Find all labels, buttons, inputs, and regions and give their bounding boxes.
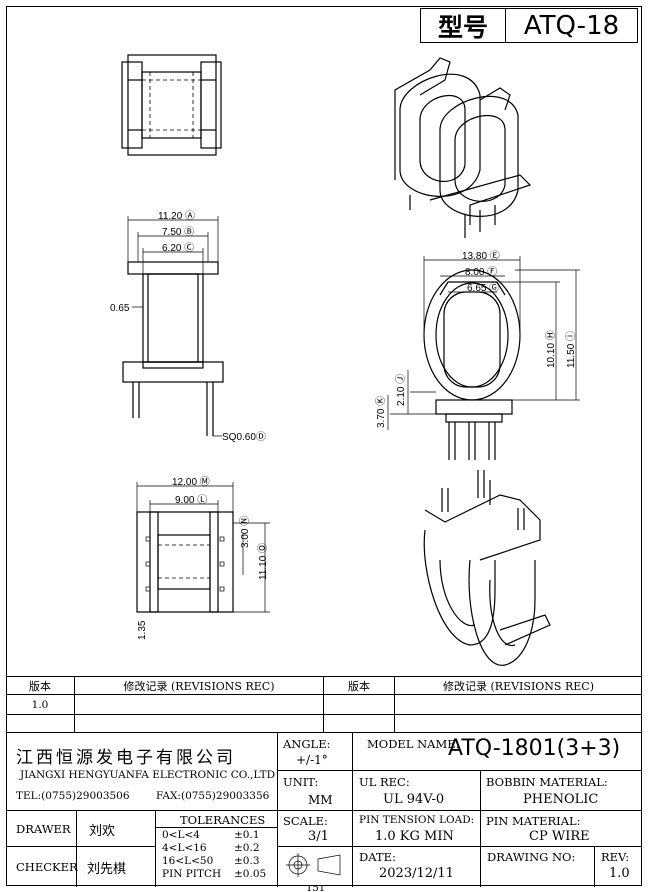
bobbin-material-cell: BOBBIN MATERIAL: PHENOLIC bbox=[481, 771, 642, 811]
dim-f: 8.00 Ⓕ bbox=[465, 266, 497, 278]
company-name-en: JIANGXI HENGYUANFA ELECTRONIC CO.,LTD bbox=[20, 769, 276, 781]
dim-k: 3.70 Ⓚ bbox=[375, 396, 387, 428]
page-number: 151 bbox=[306, 885, 326, 892]
checker-value-cell: 刘先棋 bbox=[77, 847, 156, 887]
model-name-label: MODEL NAME: bbox=[367, 737, 460, 751]
company-tel: TEL:(0755)29003506 bbox=[16, 790, 130, 802]
company-cell: 江西恒源发电子有限公司 JIANGXI HENGYUANFA ELECTRONI… bbox=[6, 733, 278, 811]
scale-label: SCALE: bbox=[283, 814, 328, 828]
top-view bbox=[121, 54, 222, 156]
rev-cell: REV: 1.0 bbox=[595, 847, 642, 887]
revision-version-header: 版本 bbox=[6, 677, 75, 694]
model-code: ATQ-18 bbox=[523, 10, 620, 41]
ul-rec-value: UL 94V-0 bbox=[383, 792, 445, 807]
revision-version-header-2: 版本 bbox=[324, 677, 395, 694]
company-fax: FAX:(0755)29003356 bbox=[156, 790, 270, 802]
pin-tension-label: PIN TENSION LOAD: bbox=[359, 814, 475, 826]
checker-label: CHECKER bbox=[16, 860, 78, 874]
tolerance-value: ±0.2 bbox=[234, 842, 260, 854]
dim-o: 11.10 Ⓞ bbox=[257, 543, 269, 580]
angle-label: ANGLE: bbox=[283, 737, 331, 751]
model-name-cell: MODEL NAME: ATQ-1801(3+3) bbox=[353, 733, 642, 771]
unit-label: UNIT: bbox=[283, 775, 319, 789]
scale-value: 3/1 bbox=[308, 829, 329, 844]
drawer-label-cell: DRAWER bbox=[6, 811, 77, 847]
dim-n: 3.00 Ⓝ bbox=[239, 516, 251, 548]
pin-material-value: CP WIRE bbox=[529, 829, 590, 844]
rev-label: REV: bbox=[601, 850, 630, 864]
bottom-view: 12.00 Ⓜ 9.00 Ⓛ 3.00 Ⓝ 11.10 Ⓞ 1.35 bbox=[136, 476, 270, 640]
drawing-frame bbox=[6, 6, 642, 886]
front-view: 11.20 Ⓐ 7.50 Ⓑ 6.20 Ⓒ 0.65 SQ0.60Ⓓ bbox=[110, 210, 266, 443]
drawing-no-label: DRAWING NO: bbox=[487, 850, 576, 864]
tolerance-value: ±0.05 bbox=[234, 868, 267, 880]
revision-version-value: 1.0 bbox=[6, 695, 75, 714]
dim-j: 2.10 Ⓙ bbox=[395, 374, 407, 406]
title-block: 江西恒源发电子有限公司 JIANGXI HENGYUANFA ELECTRONI… bbox=[6, 732, 642, 887]
side-view: 13.80 Ⓔ 8.00 Ⓕ 6.65 Ⓖ 10.10 Ⓗ 11.50 Ⓘ 2.… bbox=[375, 250, 580, 460]
angle-value: +/-1° bbox=[296, 753, 328, 767]
technical-drawing: 11.20 Ⓐ 7.50 Ⓑ 6.20 Ⓒ 0.65 SQ0.60Ⓓ 12.00… bbox=[110, 54, 580, 666]
pin-material-cell: PIN MATERIAL: CP WIRE bbox=[481, 811, 642, 847]
scale-cell: SCALE: 3/1 bbox=[278, 811, 353, 847]
dim-i: 11.50 Ⓘ bbox=[565, 331, 577, 368]
dim-l: 9.00 Ⓛ bbox=[175, 494, 207, 506]
tolerances-label: TOLERANCES bbox=[180, 813, 266, 827]
isometric-view-top bbox=[394, 57, 532, 238]
tolerance-value: ±0.1 bbox=[234, 829, 260, 841]
bobbin-material-value: PHENOLIC bbox=[523, 792, 599, 807]
revision-record-header: 修改记录 (REVISIONS REC) bbox=[75, 677, 324, 694]
tolerance-range: 0<L<4 bbox=[162, 829, 200, 841]
dim-e: 13.80 Ⓔ bbox=[462, 250, 500, 262]
revision-row-empty bbox=[6, 715, 642, 733]
pin-tension-value: 1.0 KG MIN bbox=[375, 829, 454, 844]
model-name-value: ATQ-1801(3+3) bbox=[448, 736, 621, 761]
tolerance-range: 16<L<50 bbox=[162, 855, 214, 867]
tolerance-range: 4<L<16 bbox=[162, 842, 207, 854]
angle-cell: ANGLE: +/-1° bbox=[278, 733, 353, 771]
date-label: DATE: bbox=[359, 850, 396, 864]
dim-p: 1.35 bbox=[137, 620, 148, 640]
dim-a: 11.20 Ⓐ bbox=[158, 210, 195, 222]
drawer-value-cell: 刘欢 bbox=[77, 811, 156, 847]
model-label: 型号 bbox=[421, 9, 506, 42]
revision-row: 1.0 bbox=[6, 695, 642, 715]
checker-label-cell: CHECKER bbox=[6, 847, 78, 887]
unit-cell: UNIT: MM bbox=[278, 771, 353, 811]
checker-value: 刘先棋 bbox=[87, 862, 127, 877]
pin-tension-cell: PIN TENSION LOAD: 1.0 KG MIN bbox=[353, 811, 481, 847]
date-value: 2023/12/11 bbox=[379, 866, 454, 881]
tolerance-value: ±0.3 bbox=[234, 855, 260, 867]
revision-header-row: 版本 修改记录 (REVISIONS REC) 版本 修改记录 (REVISIO… bbox=[6, 677, 642, 695]
revision-record-header-2: 修改记录 (REVISIONS REC) bbox=[443, 679, 594, 693]
dim-b: 7.50 Ⓑ bbox=[162, 226, 194, 238]
dim-h: 10.10 Ⓗ bbox=[545, 330, 557, 368]
drawer-label: DRAWER bbox=[16, 822, 71, 836]
company-name-cn: 江西恒源发电子有限公司 bbox=[16, 748, 236, 768]
dim-c: 6.20 Ⓒ bbox=[162, 242, 194, 254]
date-cell: DATE: 2023/12/11 bbox=[353, 847, 481, 887]
pin-material-label: PIN MATERIAL: bbox=[486, 814, 581, 828]
projection-symbol-cell bbox=[278, 847, 353, 887]
tolerance-range: PIN PITCH bbox=[162, 868, 222, 880]
dim-m: 12.00 Ⓜ bbox=[172, 476, 210, 488]
model-tag: 型号 ATQ-18 bbox=[420, 8, 638, 43]
dim-pin: SQ0.60Ⓓ bbox=[222, 431, 266, 443]
bobbin-material-label: BOBBIN MATERIAL: bbox=[486, 775, 608, 789]
rev-value: 1.0 bbox=[609, 866, 630, 881]
tolerances-cell: TOLERANCES 0<L<4 ±0.1 4<L<16 ±0.2 16<L<5… bbox=[156, 811, 278, 887]
revision-table: 版本 修改记录 (REVISIONS REC) 版本 修改记录 (REVISIO… bbox=[6, 676, 642, 733]
ul-rec-label: UL REC: bbox=[359, 775, 410, 789]
projection-symbol-icon bbox=[286, 853, 341, 877]
ul-rec-cell: UL REC: UL 94V-0 bbox=[353, 771, 481, 811]
dim-g: 6.65 Ⓖ bbox=[467, 282, 499, 294]
unit-value: MM bbox=[308, 793, 333, 807]
isometric-view-bottom bbox=[423, 470, 551, 666]
dim-wall: 0.65 bbox=[110, 303, 130, 314]
drawer-value: 刘欢 bbox=[89, 824, 116, 839]
drawing-no-cell: DRAWING NO: bbox=[481, 847, 595, 887]
